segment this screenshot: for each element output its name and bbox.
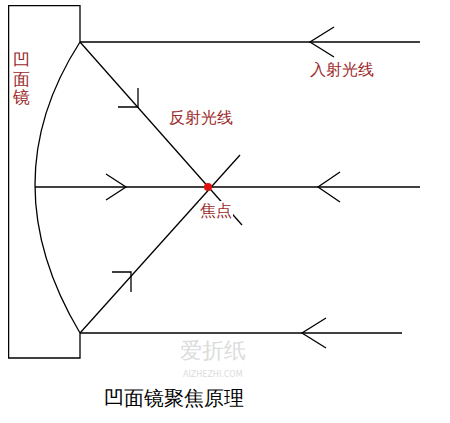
incident-ray bbox=[80, 41, 420, 42]
focus-dot bbox=[204, 183, 212, 191]
concave-mirror: 凹面镜 bbox=[8, 5, 81, 359]
caption: 凹面镜聚焦原理 bbox=[104, 386, 244, 410]
arrowhead bbox=[112, 272, 131, 292]
arrowhead bbox=[302, 318, 326, 348]
arrowhead bbox=[118, 88, 138, 107]
watermark-url: AIZHEZHI.COM bbox=[183, 370, 243, 380]
arrowhead bbox=[106, 174, 126, 200]
reflected-ray bbox=[80, 42, 242, 225]
incident-ray bbox=[80, 332, 402, 333]
reflected-ray-label: 反射光线 bbox=[168, 108, 234, 127]
incident-ray-label: 入射光线 bbox=[310, 60, 374, 79]
mirror-label: 凹面镜 bbox=[13, 51, 30, 107]
principal-axis-ray bbox=[35, 186, 420, 187]
watermark: 爱折纸 bbox=[180, 338, 246, 364]
focus-label: 焦点 bbox=[199, 201, 233, 220]
mirror-body bbox=[9, 6, 80, 358]
arrowhead bbox=[310, 27, 334, 57]
reflected-ray bbox=[80, 155, 240, 333]
arrowhead bbox=[318, 172, 340, 202]
